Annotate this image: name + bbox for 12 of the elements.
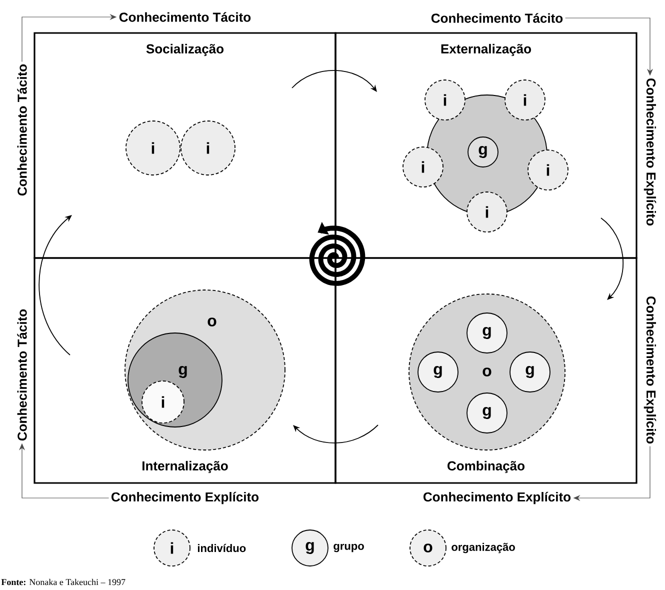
axis-label: Conhecimento Tácito	[431, 13, 563, 23]
legend-label: indivíduo	[198, 544, 246, 552]
axis-label: Conhecimento Explícito	[112, 492, 259, 504]
legend-label: grupo	[334, 544, 364, 552]
axis-label: Conhecimento Tácito	[17, 64, 27, 196]
axis-label: Conhecimento Explícito	[424, 492, 571, 504]
legend-label: organização	[452, 542, 515, 554]
axis-label: Conhecimento Tácito	[119, 12, 251, 22]
axis-label: Conhecimento Explícito	[644, 296, 656, 444]
caption: Fonte: Nonaka e Takeuchi – 1997	[1, 578, 126, 586]
axis-label: Conhecimento Tácito	[17, 309, 27, 441]
axis-label: Conhecimento Explícito	[644, 78, 656, 226]
